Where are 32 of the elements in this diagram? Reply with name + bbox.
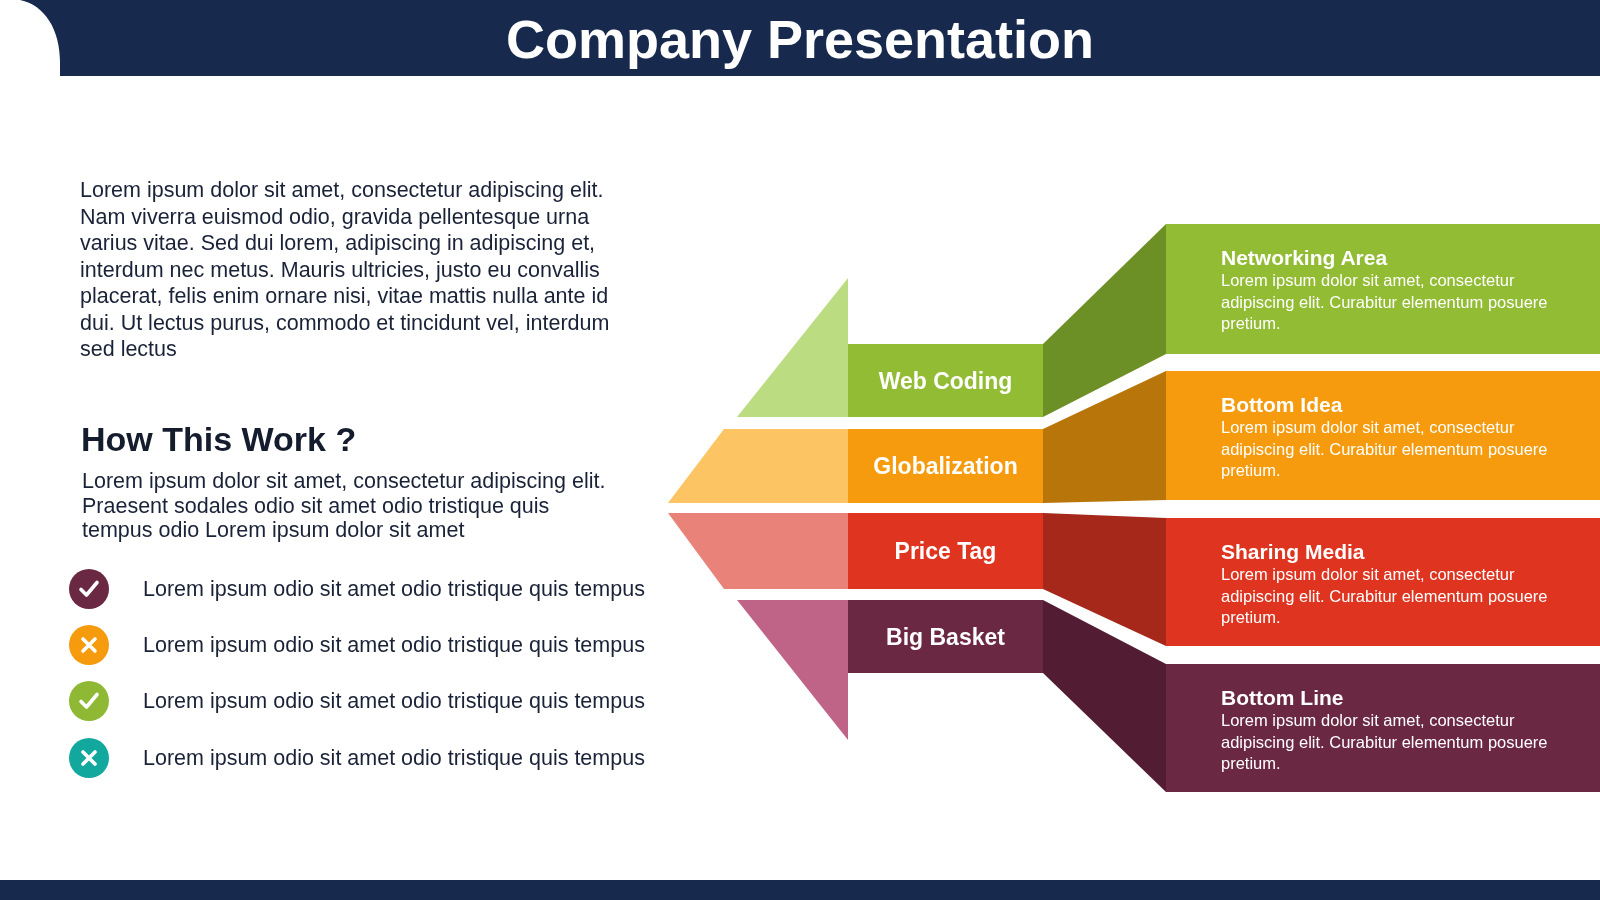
panel-text: Lorem ipsum dolor sit amet, consectetur adipiscing elit. Curabitur elementum posuere pretium. <box>1221 564 1549 628</box>
info-panel <box>1166 664 1600 792</box>
arrow-label: Globalization <box>873 452 1018 480</box>
arrow-shape <box>737 600 1043 740</box>
list-item-text: Lorem ipsum odio sit amet odio tristique quis tempus <box>143 688 645 714</box>
list-item-text: Lorem ipsum odio sit amet odio tristique quis tempus <box>143 745 645 771</box>
body-paragraph: Lorem ipsum dolor sit amet, consectetur adipiscing elit. Nam viverra euismod odio, gravida pellentesque urna varius vitae. Sed dui lorem, adipiscing in adipiscing et, interdum nec metus. Mauris ultricies, justo eu convallis placerat, felis enim ornare nisi, vitae mattis nulla ante id dui. Ut lectus purus, commodo et tincidunt vel, interdum sed lectus <box>80 177 611 363</box>
list-item-text: Lorem ipsum odio sit amet odio tristique quis tempus <box>143 576 645 602</box>
arrow-shape <box>668 513 1043 589</box>
panel-heading: Networking Area <box>1221 245 1388 271</box>
panel-heading: Bottom Idea <box>1221 392 1343 418</box>
panel-heading: Sharing Media <box>1221 539 1365 565</box>
arrow-label: Web Coding <box>878 366 1013 395</box>
arrow-shape <box>668 429 1043 503</box>
list-item-text: Lorem ipsum odio sit amet odio tristique quis tempus <box>143 632 645 658</box>
arrow-label: Price Tag <box>894 537 997 565</box>
panel-heading: Bottom Line <box>1221 685 1344 711</box>
connector-band <box>1043 371 1166 503</box>
connector-band <box>1043 224 1166 417</box>
info-panel <box>1166 224 1600 354</box>
panel-text: Lorem ipsum dolor sit amet, consectetur adipiscing elit. Curabitur elementum posuere pretium. <box>1221 417 1549 481</box>
body-paragraph: Lorem ipsum dolor sit amet, consectetur adipiscing elit. Praesent sodales odio sit amet odio tristique quis tempus odio Lorem ipsum dolor sit amet <box>82 469 607 543</box>
connector-band <box>1043 600 1166 792</box>
panel-text: Lorem ipsum dolor sit amet, consectetur adipiscing elit. Curabitur elementum posuere pretium. <box>1221 270 1549 334</box>
arrow-label: Big Basket <box>886 622 1005 651</box>
info-panel <box>1166 518 1600 646</box>
section-heading: How This Work ? <box>81 419 357 459</box>
connector-band <box>1043 513 1166 646</box>
arrow-shape <box>737 278 1043 417</box>
panel-text: Lorem ipsum dolor sit amet, consectetur adipiscing elit. Curabitur elementum posuere pretium. <box>1221 710 1549 774</box>
info-panel <box>1166 371 1600 500</box>
slide-title: Company Presentation <box>505 9 1095 69</box>
